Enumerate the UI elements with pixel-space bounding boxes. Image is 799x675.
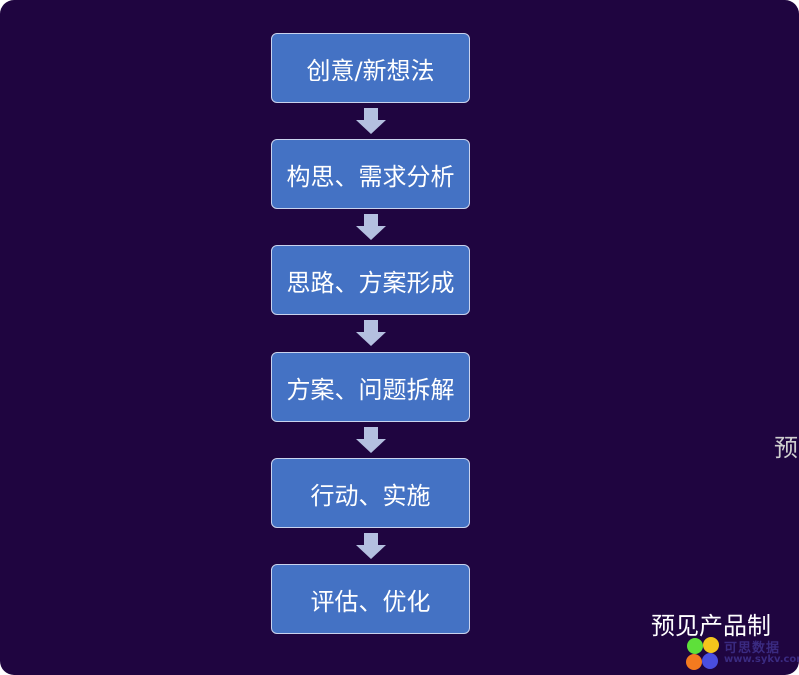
step-box-2: 构思、需求分析: [271, 139, 470, 209]
step-box-3: 思路、方案形成: [271, 245, 470, 315]
brand-text: 预见产品制: [651, 612, 771, 640]
logo-icon: [686, 637, 719, 670]
side-text: 预: [774, 434, 798, 462]
step-box-5: 行动、实施: [271, 458, 470, 528]
logo-url: www.sykv.com: [724, 654, 799, 665]
down-arrow-icon: [356, 533, 386, 559]
down-arrow-icon: [356, 108, 386, 134]
logo-name: 可思数据: [724, 641, 781, 656]
step-box-1: 创意/新想法: [271, 33, 470, 103]
down-arrow-icon: [356, 214, 386, 240]
watermark-logo: 可思数据 www.sykv.com: [684, 636, 799, 675]
step-box-6: 评估、优化: [271, 564, 470, 634]
down-arrow-icon: [356, 427, 386, 453]
down-arrow-icon: [356, 320, 386, 346]
step-box-4: 方案、问题拆解: [271, 352, 470, 422]
